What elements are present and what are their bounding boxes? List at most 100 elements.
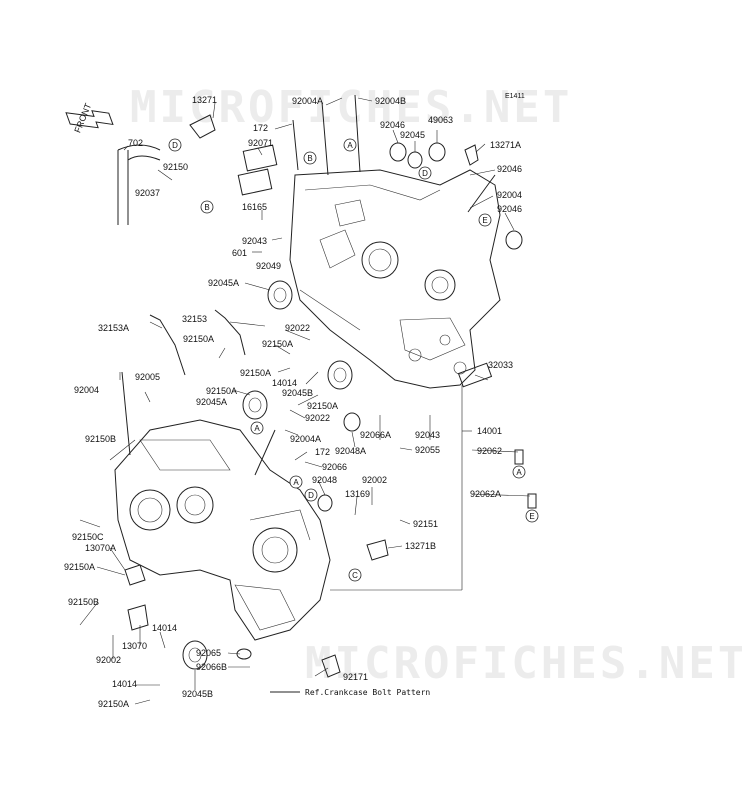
label-92045A-top: 92045A — [208, 278, 239, 288]
stud-92004-right — [467, 174, 496, 213]
label-92150A-1: 92150A — [183, 334, 214, 344]
circle-ref-markers: D B B A D E A A D A E C — [168, 138, 539, 582]
stud-172-top — [292, 119, 299, 171]
svg-text:E: E — [482, 216, 487, 225]
label-49063: 49063 — [428, 115, 453, 125]
label-92045-top: 92045 — [400, 130, 425, 140]
label-172-top: 172 — [253, 123, 268, 133]
bearing-92045B-bot — [182, 640, 208, 670]
label-92048A: 92048A — [335, 446, 366, 456]
stud-92004B — [354, 94, 361, 173]
bearing-49063 — [428, 142, 446, 162]
label-92150-top: 92150 — [163, 162, 188, 172]
circle-ref-b-upper: B — [303, 151, 317, 165]
svg-text:A: A — [254, 424, 260, 433]
label-172-mid: 172 — [315, 447, 330, 457]
gasket-92071-a — [242, 144, 278, 172]
svg-text:A: A — [293, 478, 299, 487]
plate-13070 — [127, 604, 149, 631]
front-label: FRONT — [72, 101, 93, 134]
svg-text:A: A — [516, 468, 522, 477]
label-92004-left: 92004 — [74, 385, 99, 395]
label-92045B-mid: 92045B — [282, 388, 313, 398]
label-92004B: 92004B — [375, 96, 406, 106]
label-92022-top: 92022 — [285, 323, 310, 333]
label-92002-left: 92002 — [96, 655, 121, 665]
circle-ref-d-lower: D — [304, 488, 318, 502]
label-92071: 92071 — [248, 138, 273, 148]
label-14001: 14001 — [477, 426, 502, 436]
label-92004A-top: 92004A — [292, 96, 323, 106]
oil-pipe-32153 — [214, 309, 246, 356]
bolt-92062 — [514, 449, 524, 465]
label-13271B: 13271B — [405, 541, 436, 551]
label-14014-top: 14014 — [272, 378, 297, 388]
strainer-32033 — [457, 362, 493, 388]
label-13169: 13169 — [345, 489, 370, 499]
label-13070A: 13070A — [85, 543, 116, 553]
label-32153: 32153 — [182, 314, 207, 324]
svg-text:E: E — [529, 512, 534, 521]
label-13271A: 13271A — [490, 140, 521, 150]
watermark-top: MICROFICHES.NET — [130, 82, 572, 133]
label-92037: 92037 — [135, 188, 160, 198]
bearing-92046-a — [389, 142, 407, 162]
oil-pipe-32153A — [149, 314, 186, 376]
svg-text:D: D — [422, 169, 428, 178]
label-92046-c: 92046 — [497, 204, 522, 214]
stud-92004A-mid — [254, 429, 276, 476]
label-92150A-2: 92150A — [262, 339, 293, 349]
circle-ref-b-top: B — [200, 200, 214, 214]
circle-ref-e-bolt: E — [525, 509, 539, 523]
stud-92004-left — [121, 371, 131, 456]
label-92046-a: 92046 — [380, 120, 405, 130]
label-92005: 92005 — [135, 372, 160, 382]
label-92150C: 92150C — [72, 532, 104, 542]
label-92004A-mid: 92004A — [290, 434, 321, 444]
label-92150A-3: 92150A — [240, 368, 271, 378]
label-13070: 13070 — [122, 641, 147, 651]
label-92150A-6: 92150A — [98, 699, 129, 709]
label-92049: 92049 — [256, 261, 281, 271]
circle-ref-a-mid: A — [250, 421, 264, 435]
svg-text:B: B — [204, 203, 209, 212]
label-92062: 92062 — [477, 446, 502, 456]
bolt-92062A — [527, 493, 537, 509]
label-92171: 92171 — [343, 672, 368, 682]
svg-text:A: A — [347, 141, 353, 150]
label-92043-left: 92043 — [242, 236, 267, 246]
label-92022-mid: 92022 — [305, 413, 330, 423]
watermark-bottom: MICROFICHES.NET — [305, 638, 742, 689]
bearing-92045-top — [407, 151, 423, 169]
label-92045A-mid: 92045A — [196, 397, 227, 407]
label-32153A: 32153A — [98, 323, 129, 333]
bearing-92046-c — [505, 230, 523, 250]
label-92066B: 92066B — [196, 662, 227, 672]
label-92150A-mid: 92150A — [307, 401, 338, 411]
label-92150A-4: 92150A — [206, 386, 237, 396]
label-14014-bot2: 14014 — [112, 679, 137, 689]
label-92055: 92055 — [415, 445, 440, 455]
svg-text:D: D — [172, 141, 178, 150]
svg-text:B: B — [307, 154, 312, 163]
oil-seal-92048A — [343, 412, 361, 432]
circle-ref-c-lower: C — [348, 568, 362, 582]
bracket-13271A — [464, 144, 479, 166]
bearing-92045A-top — [267, 280, 293, 310]
label-14014-bot1: 14014 — [152, 623, 177, 633]
label-92150B-top: 92150B — [85, 434, 116, 444]
circle-ref-a-lower: A — [289, 475, 303, 489]
clip-92171 — [321, 654, 341, 678]
gasket-92071-b — [237, 168, 273, 196]
bracket-13271B — [366, 539, 389, 561]
label-92150A-5: 92150A — [64, 562, 95, 572]
label-702: 702 — [128, 138, 143, 148]
diagram-code: E1411 — [505, 93, 525, 100]
label-92150B-bot: 92150B — [68, 597, 99, 607]
label-92004-right: 92004 — [497, 190, 522, 200]
label-92048: 92048 — [312, 475, 337, 485]
circle-ref-e-right: E — [478, 213, 492, 227]
oil-seal-92048 — [317, 494, 333, 512]
circle-ref-d-right: D — [418, 166, 432, 180]
